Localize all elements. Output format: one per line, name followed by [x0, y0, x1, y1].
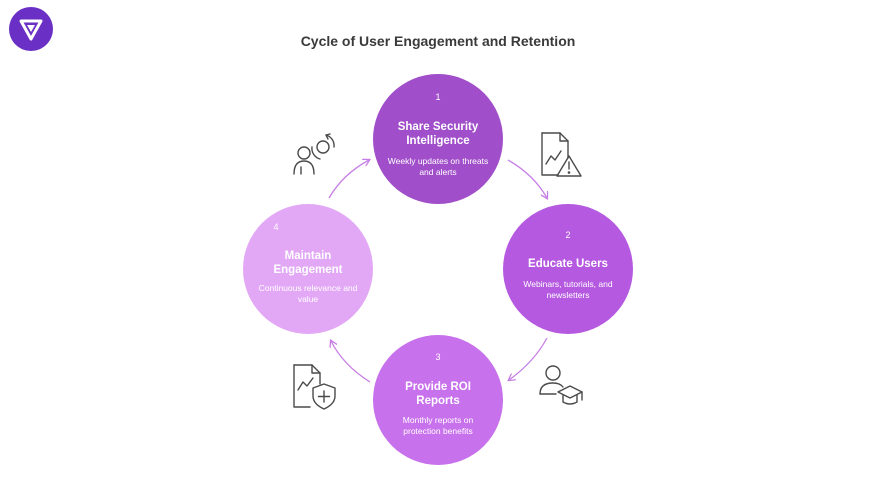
document-chart-warning-icon	[536, 130, 586, 180]
app-logo[interactable]	[9, 7, 53, 51]
step-4-title: Maintain Engagement	[273, 250, 343, 276]
step-4-number: 4	[273, 222, 279, 232]
shield-logo-icon	[19, 19, 43, 41]
step-2-number: 2	[565, 230, 571, 240]
step-1-description: Weekly updates on threats and alerts	[387, 156, 489, 177]
document-chart-shield-icon	[290, 362, 340, 412]
step-3-number: 3	[435, 352, 441, 362]
diagram-title: Cycle of User Engagement and Retention	[300, 33, 576, 49]
step-1-number: 1	[435, 92, 441, 102]
step-2-title: Educate Users	[528, 258, 608, 270]
step-4-circle: 4 Maintain Engagement Continuous relevan…	[243, 204, 373, 334]
step-3-description: Monthly reports on protection benefits	[402, 415, 474, 436]
step-1-circle: 1 Share Security Intelligence Weekly upd…	[373, 74, 503, 204]
step-4-description: Continuous relevance and value	[258, 283, 358, 304]
step-2-circle: 2 Educate Users Webinars, tutorials, and…	[503, 204, 633, 334]
user-graduation-cap-icon	[536, 362, 586, 412]
step-3-circle: 3 Provide ROI Reports Monthly reports on…	[373, 335, 503, 465]
step-2-description: Webinars, tutorials, and newsletters	[523, 279, 613, 300]
person-refresh-icon	[290, 130, 340, 180]
step-3-title: Provide ROI Reports	[405, 381, 471, 407]
step-1-title: Share Security Intelligence	[397, 121, 479, 147]
